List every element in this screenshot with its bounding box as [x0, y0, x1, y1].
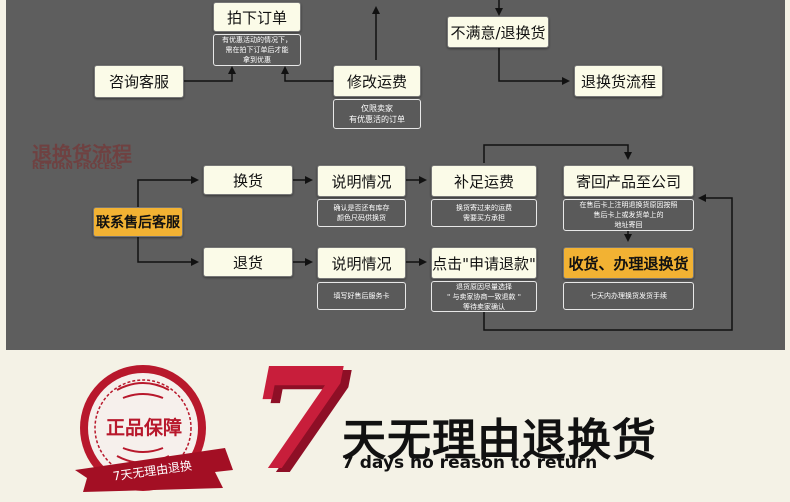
arrow-to-refund	[137, 236, 199, 266]
seal-inner-disc	[88, 373, 198, 483]
arrow-modify-to-order	[281, 66, 333, 82]
section-title: 退换货流程	[32, 142, 132, 166]
arrow-apply-to-sendback	[483, 194, 733, 331]
apply-refund-note: 退货原因尽量选择 " 与卖家协商一致退款 " 等待卖家确认	[431, 281, 537, 312]
explain-box-2: 说明情况	[317, 247, 406, 279]
arrow-unsatisfied-to-flow	[498, 48, 570, 85]
banner-title-cn: 天无理由退换货	[342, 415, 657, 466]
authentic-seal: 正品保障 7天无理由退换	[75, 365, 233, 492]
explain-note-2: 填写好售后服务卡	[317, 282, 406, 310]
apply-refund-box: 点击"申请退款"	[431, 247, 537, 279]
explain-box-1: 说明情况	[317, 165, 406, 197]
unsatisfied-box: 不满意/退换货	[447, 16, 549, 48]
banner-title-en: 7 days no reason to return	[342, 453, 598, 473]
place-order-note: 有优惠活动的情况下， 需在拍下订单后才能 拿到优惠	[213, 34, 301, 66]
arrow-shipping-to-sendback	[483, 144, 632, 163]
modify-price-note: 仅限卖家 有优惠活的订单	[333, 99, 421, 129]
send-back-note: 在售后卡上注明退换货原因按照 售后卡上或发货单上的 地址寄回	[563, 199, 694, 231]
arrow-to-exchange	[137, 176, 199, 207]
place-order-box: 拍下订单	[213, 2, 301, 32]
seal-ornament-top	[116, 382, 170, 399]
receive-note: 七天内办理换货发货手续	[563, 282, 694, 310]
return-flow-box: 退换货流程	[574, 65, 663, 97]
big-seven-graphic: 7	[248, 338, 346, 502]
seal-ribbon	[75, 448, 233, 492]
pay-shipping-note: 换货寄过来的运费 需要买方承担	[431, 199, 537, 227]
section-subtitle: RETURN PROCESS	[32, 162, 123, 172]
arrow-contact-to-order	[184, 66, 236, 82]
contact-after-sales-box: 联系售后客服	[93, 207, 183, 237]
connector-lines	[137, 0, 733, 331]
pay-shipping-box: 补足运费	[431, 165, 537, 197]
exchange-box: 换货	[203, 165, 293, 195]
seal-text: 正品保障	[106, 416, 182, 439]
explain-note-1: 确认是否还有库存 颜色尺码供换货	[317, 199, 406, 227]
modify-price-box: 修改运费	[333, 65, 421, 97]
contact-cs-box: 咨询客服	[94, 65, 184, 98]
refund-box: 退货	[203, 247, 293, 277]
send-back-box: 寄回产品至公司	[563, 165, 694, 197]
receive-box: 收货、办理退换货	[563, 247, 694, 279]
